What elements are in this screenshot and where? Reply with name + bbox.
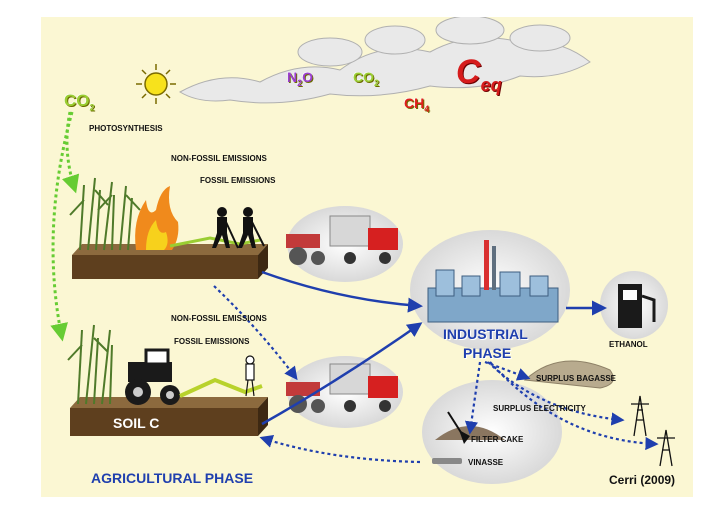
factory-icon <box>427 240 559 323</box>
power-tower-icon <box>631 395 675 467</box>
cloud-icon <box>178 17 591 104</box>
agricultural-phase-label: AGRICULTURAL PHASE <box>91 470 254 486</box>
bagasse-pile-icon <box>523 360 614 389</box>
byproducts-group <box>422 380 562 484</box>
factory-group <box>410 230 570 350</box>
farmer-icon <box>245 355 255 397</box>
citation-label: Cerri (2009) <box>609 473 676 487</box>
non-fossil-emissions-top-label: NON-FOSSIL EMISSIONS <box>171 154 267 163</box>
fossil-emissions-top-label: FOSSIL EMISSIONS <box>200 176 276 185</box>
filter-cake-label: FILTER CAKE <box>471 435 524 444</box>
fuel-pump-icon <box>600 271 668 339</box>
n2o-label: N2O <box>287 69 314 88</box>
photosynthesis-label: PHOTOSYNTHESIS <box>89 124 163 133</box>
non-fossil-emissions-bottom-label: NON-FOSSIL EMISSIONS <box>171 314 267 323</box>
sugarcane-field-bottom <box>67 324 268 436</box>
transport-group-bottom <box>286 356 403 428</box>
slide: CO2 N2O CO2 CH4 Ceq PHOTOSYNTHESIS NON-F… <box>41 17 693 497</box>
diagram-art <box>50 17 675 484</box>
industrial-phase-label-line2: PHASE <box>463 345 512 361</box>
truck-icon <box>329 215 398 264</box>
ch4-label: CH4 <box>404 95 430 114</box>
industrial-phase-label-line1: INDUSTRIAL <box>443 326 528 342</box>
transport-group-top <box>286 206 403 282</box>
vinasse-label: VINASSE <box>468 458 504 467</box>
ceq-label: Ceq <box>456 53 502 95</box>
surplus-bagasse-label: SURPLUS BAGASSE <box>536 374 617 383</box>
ethanol-label: ETHANOL <box>609 340 648 349</box>
tractor-icon <box>286 234 325 265</box>
fire-icon <box>135 186 179 250</box>
workers-icon <box>212 207 265 249</box>
truck-icon <box>329 363 398 412</box>
sugarcane-field-top <box>69 177 268 279</box>
sugarcane-icon <box>67 324 113 405</box>
co2-top-label: CO2 <box>353 69 380 88</box>
co2-left-label: CO2 <box>64 91 95 113</box>
soil-c-label: SOIL C <box>113 415 160 431</box>
sugarcane-icon <box>69 177 141 251</box>
fossil-emissions-bottom-label: FOSSIL EMISSIONS <box>174 337 250 346</box>
tractor-icon <box>125 348 180 405</box>
surplus-electricity-label: SURPLUS ELECTRICITY <box>493 404 586 413</box>
sun-icon <box>136 64 176 104</box>
